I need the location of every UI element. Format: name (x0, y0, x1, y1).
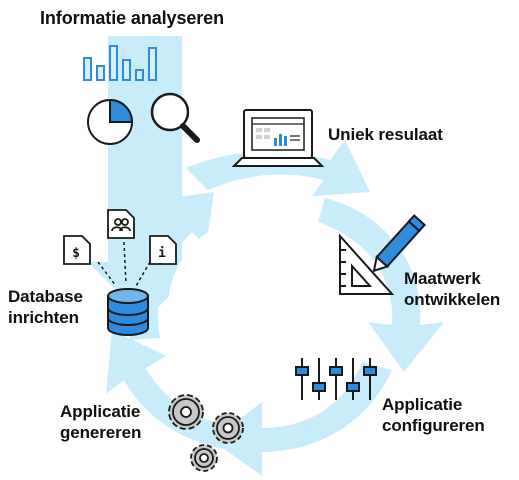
cycle-segment-top (186, 140, 370, 196)
laptop-icon (231, 109, 325, 167)
step-label-maatwerk: Maatwerk ontwikkelen (404, 269, 501, 309)
step-label-uniek: Uniek resulaat (328, 125, 443, 144)
cycle-segment-right (318, 198, 444, 372)
step-label-configureren: Applicatie configureren (382, 395, 485, 435)
sliders-icon (295, 358, 377, 400)
database-icon (107, 288, 149, 336)
dollar-glyph: $ (72, 246, 80, 261)
contact-doc-icon (107, 209, 135, 239)
pie-chart-icon (87, 98, 134, 145)
ruler-pencil-icon (339, 214, 427, 295)
info-doc-icon (149, 235, 177, 265)
gears-icon (168, 394, 244, 472)
step-label-database: Database inrichten (8, 287, 83, 327)
info-glyph: i (158, 246, 166, 261)
dashed-connectors (97, 241, 151, 287)
bar-chart-icon (83, 45, 157, 81)
cycle-center-white (168, 216, 352, 400)
cycle-segment-left (127, 192, 214, 340)
dollar-doc-icon (63, 235, 91, 265)
step-label-analyse: Informatie analyseren (40, 8, 224, 28)
step-label-genereren: Applicatie genereren (60, 402, 142, 442)
magnifier-icon (150, 92, 200, 143)
cycle-segment-bottom-left (106, 330, 248, 452)
